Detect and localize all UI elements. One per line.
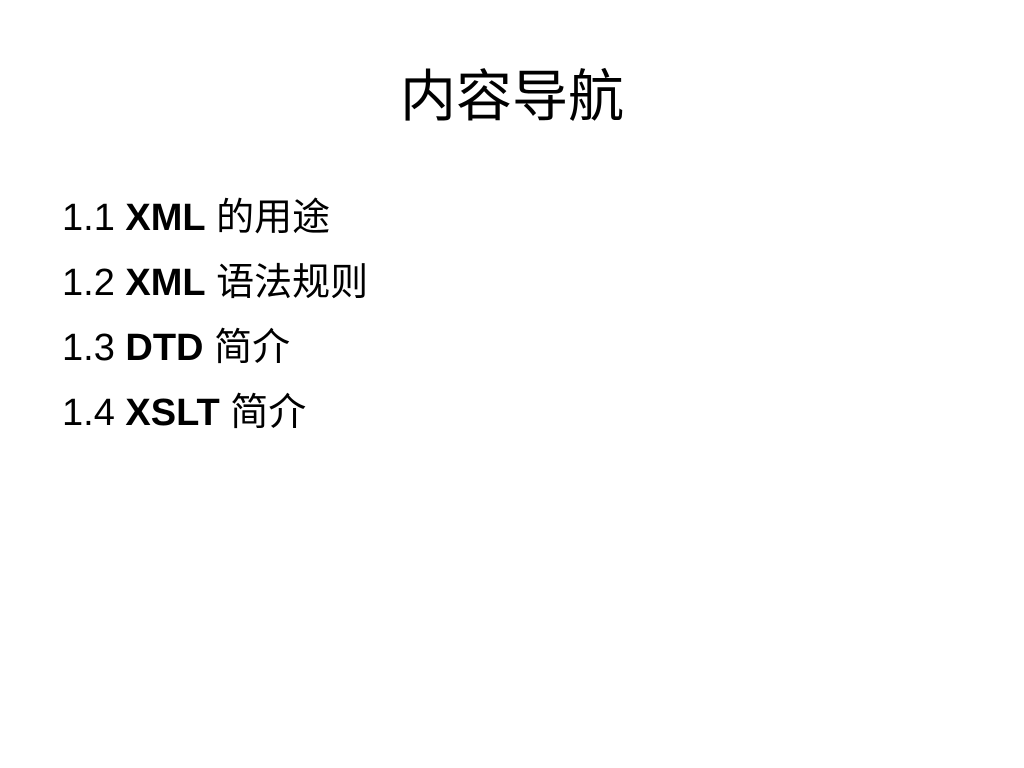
toc-item-text: 简介: [230, 390, 307, 434]
toc-item-number: 1.4: [62, 392, 115, 434]
toc-item-1-3: 1.3 DTD 简介: [62, 315, 368, 380]
toc-item-1-4: 1.4 XSLT 简介: [62, 380, 368, 445]
toc-item-keyword: XML: [125, 197, 206, 239]
toc-item-text: 简介: [214, 325, 291, 369]
toc-item-keyword: XML: [125, 262, 206, 304]
toc-item-number: 1.3: [62, 327, 115, 369]
toc-item-1-1: 1.1 XML 的用途: [62, 185, 368, 250]
toc-item-keyword: DTD: [125, 327, 204, 369]
toc-item-1-2: 1.2 XML 语法规则: [62, 250, 368, 315]
toc-item-number: 1.2: [62, 262, 115, 304]
toc-item-keyword: XSLT: [125, 392, 220, 434]
toc-item-text: 的用途: [216, 195, 331, 239]
toc-item-text: 语法规则: [216, 260, 369, 304]
slide-title: 内容导航: [400, 65, 624, 130]
toc-item-number: 1.1: [62, 197, 115, 239]
table-of-contents: 1.1 XML 的用途 1.2 XML 语法规则 1.3 DTD 简介 1.4 …: [62, 185, 368, 445]
